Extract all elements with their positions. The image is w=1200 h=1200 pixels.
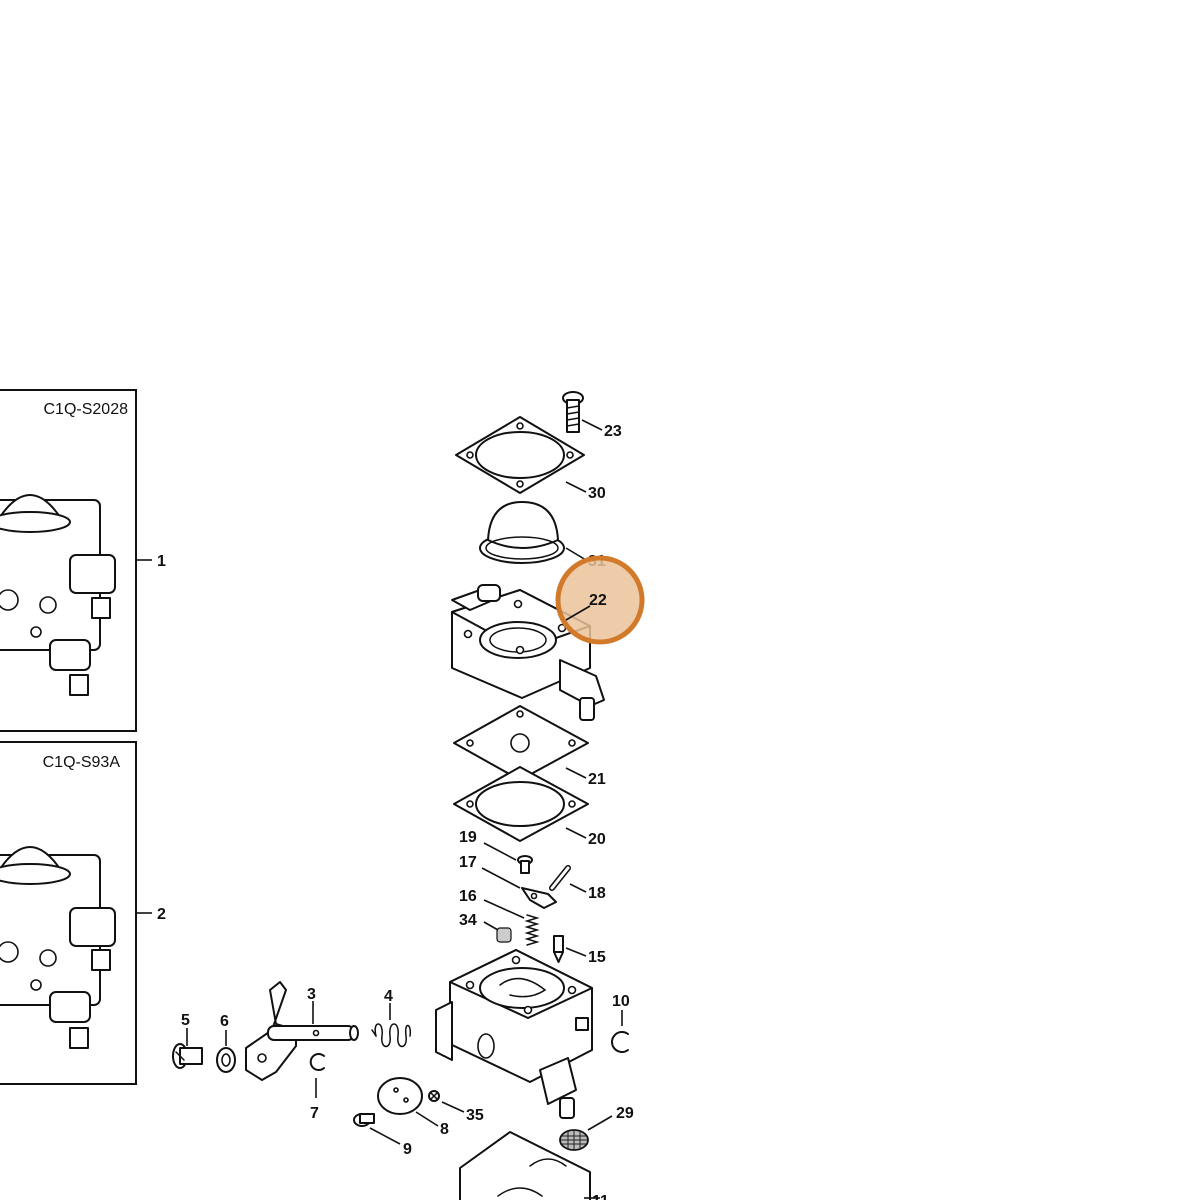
callout-2: 2: [157, 906, 166, 923]
label-22: 22: [589, 592, 607, 609]
label-17: 17: [459, 854, 477, 871]
label-23: 23: [604, 423, 622, 440]
part-10-clip[interactable]: [611, 1031, 629, 1053]
highlight-circle: [555, 555, 645, 645]
label-21: 21: [588, 771, 606, 788]
label-5: 5: [181, 1012, 190, 1029]
part-31-primer-bulb[interactable]: [479, 501, 565, 564]
label-30: 30: [588, 485, 606, 502]
label-10: 10: [612, 993, 630, 1010]
part-5-screw[interactable]: [172, 1043, 203, 1069]
part-30-gasket[interactable]: [455, 416, 585, 494]
label-9: 9: [403, 1141, 412, 1158]
callout-1: 1: [157, 553, 166, 570]
carburetor-thumbnail-1: [0, 494, 116, 696]
label-16: 16: [459, 888, 477, 905]
label-34: 34: [459, 912, 477, 929]
carburetor-body[interactable]: [435, 949, 593, 1119]
label-7: 7: [310, 1105, 319, 1122]
part-20-gasket[interactable]: [453, 766, 589, 842]
part-18-pin[interactable]: [549, 865, 571, 891]
part-15-needle[interactable]: [553, 935, 564, 963]
label-18: 18: [588, 885, 606, 902]
part-35-nut[interactable]: [428, 1090, 440, 1102]
label-3: 3: [307, 986, 316, 1003]
part-6-washer[interactable]: [216, 1047, 236, 1073]
variant-box-2[interactable]: C1Q-S93A: [0, 741, 137, 1085]
part-16-spring[interactable]: [524, 914, 540, 946]
part-23-screw[interactable]: [562, 391, 584, 433]
label-29: 29: [616, 1105, 634, 1122]
part-34-plug[interactable]: [496, 927, 512, 943]
label-20: 20: [588, 831, 606, 848]
part-3-shaft[interactable]: [245, 981, 359, 1081]
part-29-strainer[interactable]: [559, 1129, 589, 1151]
variant-code-1: C1Q-S2028: [44, 401, 129, 418]
variant-code-2: C1Q-S93A: [43, 754, 121, 771]
part-9-screw[interactable]: [353, 1113, 375, 1127]
part-11-cover[interactable]: [459, 1131, 591, 1200]
part-17-lever[interactable]: [521, 887, 557, 909]
label-6: 6: [220, 1013, 229, 1030]
label-35: 35: [466, 1107, 484, 1124]
part-8-throttle-plate[interactable]: [377, 1077, 423, 1115]
part-22-cover[interactable]: [451, 584, 605, 721]
part-19-screw[interactable]: [517, 855, 533, 874]
label-8: 8: [440, 1121, 449, 1138]
carburetor-thumbnail-2: [0, 846, 116, 1049]
label-15: 15: [588, 949, 606, 966]
label-4: 4: [384, 988, 393, 1005]
part-22-highlight[interactable]: 22: [555, 555, 645, 645]
part-4-spring[interactable]: [371, 1023, 412, 1048]
variant-box-1[interactable]: C1Q-S2028: [0, 389, 137, 732]
label-19: 19: [459, 829, 477, 846]
part-21-diaphragm[interactable]: [453, 705, 589, 781]
part-7-clip[interactable]: [309, 1053, 325, 1071]
label-11: 11: [592, 1193, 609, 1200]
